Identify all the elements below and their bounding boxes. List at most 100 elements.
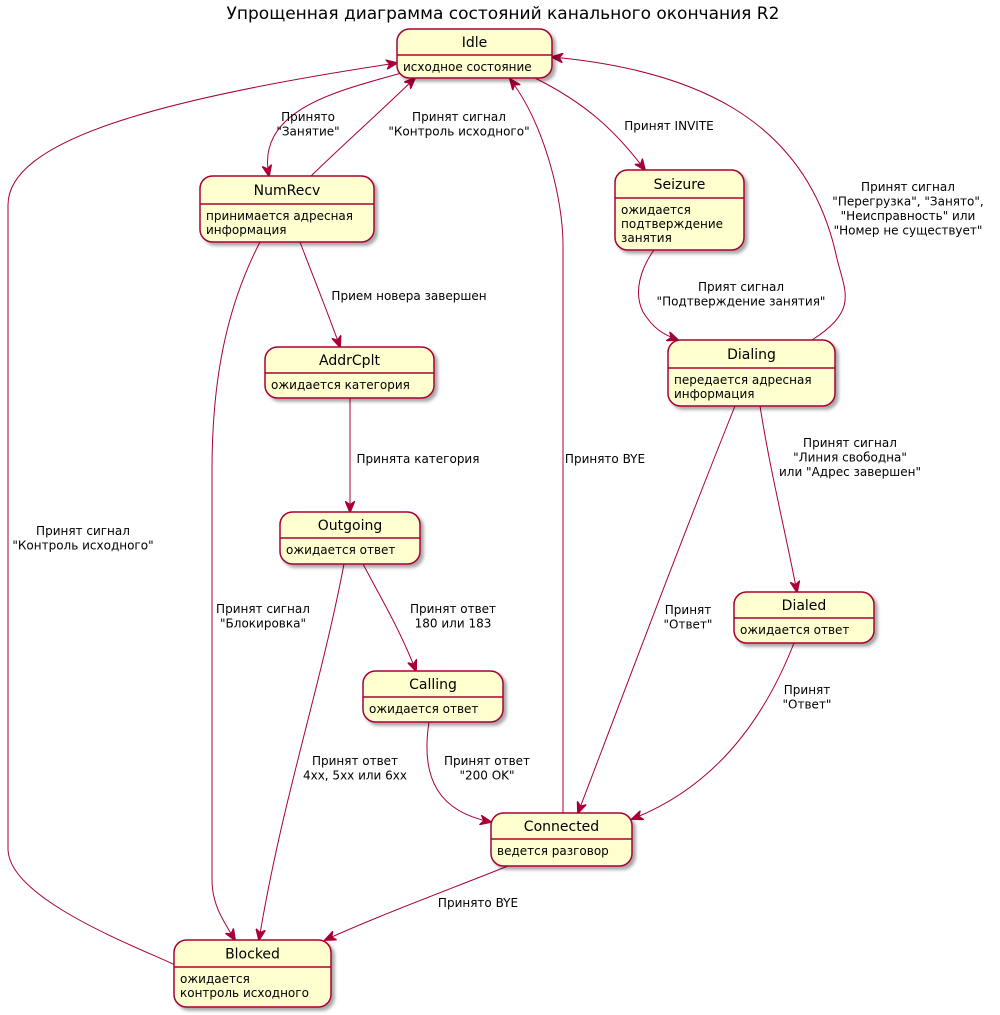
transition-label-line: "200 OK" <box>459 769 514 783</box>
transition-label-line: Принят сигнал <box>216 602 310 616</box>
transition-outgoing-to-calling <box>362 563 416 671</box>
transition-connected-to-blocked <box>325 865 509 940</box>
state-name: Calling <box>409 677 457 693</box>
transition-label-line: Принята категория <box>357 452 480 466</box>
state-description: принимается адресная <box>206 209 353 223</box>
transition-label-line: "Линия свободна" <box>793 451 907 465</box>
transition-numrecv-to-addrcplt <box>299 241 340 347</box>
transition-labels: Принято"Занятие" Принят сигнал"Контроль и… <box>12 110 983 910</box>
transition-label-line: "Подтверждение занятия" <box>657 295 826 309</box>
transition-label-line: "Номер не существует" <box>834 224 983 238</box>
state-box <box>396 28 553 79</box>
transition-idle-to-numrecv <box>268 71 406 176</box>
transition-label-line: 4xx, 5xx или 6xx <box>303 769 407 783</box>
label-idle-to-numrecv: Принято"Занятие" <box>276 110 339 139</box>
state-description: информация <box>674 387 754 401</box>
state-box <box>199 175 375 243</box>
transition-arrow <box>510 79 564 814</box>
state-description: передается адресная <box>674 373 812 387</box>
state-box <box>614 169 745 251</box>
state-name: Seizure <box>654 177 706 193</box>
transition-arrow <box>7 63 397 966</box>
label-connected-to-idle: Принято BYE <box>565 452 645 466</box>
state-idle: Idle исходное состояние <box>396 28 553 79</box>
transition-label-line: 180 или 183 <box>415 617 492 631</box>
transition-dialing-to-dialed <box>759 405 797 592</box>
label-dialing-to-idle: Принят сигнал"Перегрузка", "Занято","Неи… <box>832 180 983 238</box>
transition-arrow <box>299 241 340 347</box>
transition-idle-to-seizure <box>534 77 645 170</box>
transition-calling-to-connected <box>426 721 491 822</box>
transition-label-line: Принят ответ <box>312 754 398 768</box>
transition-dialing-to-idle <box>552 57 846 341</box>
state-nodes: Idle исходное состояниеNumRecvпринимается… <box>173 28 875 1008</box>
transition-label-line: или "Адрес завершен" <box>779 465 921 479</box>
transition-dialed-to-connected <box>632 642 795 819</box>
label-dialing-to-connected: Принят"Ответ" <box>664 603 713 632</box>
state-dialed: Dialed ожидается ответ <box>733 591 875 644</box>
transition-connected-to-idle <box>510 79 564 814</box>
state-description: занятия <box>621 231 672 245</box>
transition-label-line: Принят <box>665 603 712 617</box>
transition-label-line: Принят INVITE <box>624 119 713 133</box>
state-name: Idle <box>462 35 488 51</box>
transition-label-line: "Занятие" <box>276 125 339 139</box>
transition-arrow <box>426 721 491 822</box>
transition-arrow <box>259 563 345 940</box>
state-box <box>173 939 332 1008</box>
transition-label-line: "Блокировка" <box>220 617 306 631</box>
transition-label-line: Принят сигнал <box>412 110 506 124</box>
transition-label-line: Принят сигнал <box>803 436 897 450</box>
state-box <box>667 339 836 407</box>
label-numrecv-to-blocked: Принят сигнал"Блокировка" <box>216 602 310 631</box>
state-name: Outgoing <box>318 518 382 534</box>
diagram-title: Упрощенная диаграмма состояний канальног… <box>227 4 780 24</box>
state-name: Dialed <box>782 598 827 614</box>
transition-arrow <box>534 77 645 170</box>
state-calling: Calling ожидается ответ <box>362 670 504 723</box>
transition-arrow <box>632 642 795 819</box>
state-description: ожидается <box>621 203 691 217</box>
transition-label-line: Принято BYE <box>438 896 518 910</box>
transition-seizure-to-dialing <box>638 249 678 340</box>
state-description: ожидается категория <box>271 378 410 392</box>
transition-label-line: Принят сигнал <box>36 524 130 538</box>
state-description: исходное состояние <box>403 60 532 74</box>
transition-arrow <box>310 78 415 177</box>
transition-label-line: Принят <box>784 683 831 697</box>
state-connected: Connected ведется разговор <box>490 812 633 867</box>
state-description: ведется разговор <box>497 844 609 858</box>
label-blocked-to-idle: Принят сигнал"Контроль исходного" <box>12 524 153 553</box>
transition-blocked-to-idle <box>7 63 397 966</box>
state-name: AddrCplt <box>319 353 380 369</box>
state-description: ожидается ответ <box>740 623 849 637</box>
state-description: ожидается ответ <box>369 702 478 716</box>
state-name: Connected <box>524 819 599 835</box>
transition-outgoing-to-blocked <box>259 563 345 940</box>
state-description: контроль исходного <box>180 986 309 1000</box>
transition-label-line: "Ответ" <box>664 618 713 632</box>
transition-numrecv-to-blocked <box>211 241 261 940</box>
state-description: подтверждение <box>621 217 723 231</box>
label-dialed-to-connected: Принят"Ответ" <box>783 683 832 712</box>
transition-arrow <box>268 71 406 176</box>
transition-label-line: Принят сигнал <box>861 180 955 194</box>
label-dialing-to-dialed: Принят сигнал"Линия свободна"или "Адрес … <box>779 436 921 479</box>
label-addrcplt-to-outgoing: Принята категория <box>357 452 480 466</box>
transition-label-line: Принят ответ <box>410 602 496 616</box>
label-seizure-to-dialing: Прият сигнал"Подтверждение занятия" <box>657 280 826 309</box>
transition-edges <box>7 57 846 966</box>
transition-arrow <box>578 405 736 813</box>
transition-arrow <box>325 865 509 940</box>
state-name: Dialing <box>727 347 776 363</box>
transition-arrow <box>362 563 416 671</box>
label-numrecv-to-idle: Принят сигнал"Контроль исходного" <box>388 110 529 139</box>
